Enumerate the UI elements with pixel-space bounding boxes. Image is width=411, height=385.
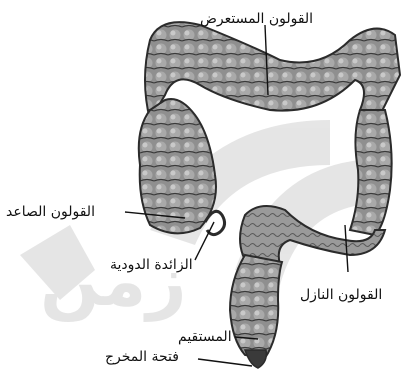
svg-text:زمن: زمن [40,240,187,322]
leader-line-anus [198,359,252,366]
rectum-shape [230,255,282,358]
label-rectum: المستقيم [178,330,232,344]
label-anus: فتحة المخرج [105,350,179,364]
label-descending-colon: القولون النازل [300,288,382,302]
label-transverse-colon: القولون المستعرض [200,12,313,26]
ascending-colon-shape [139,99,216,233]
label-appendix: الزائدة الدودية [110,258,193,272]
label-ascending-colon: القولون الصاعد [6,205,95,219]
